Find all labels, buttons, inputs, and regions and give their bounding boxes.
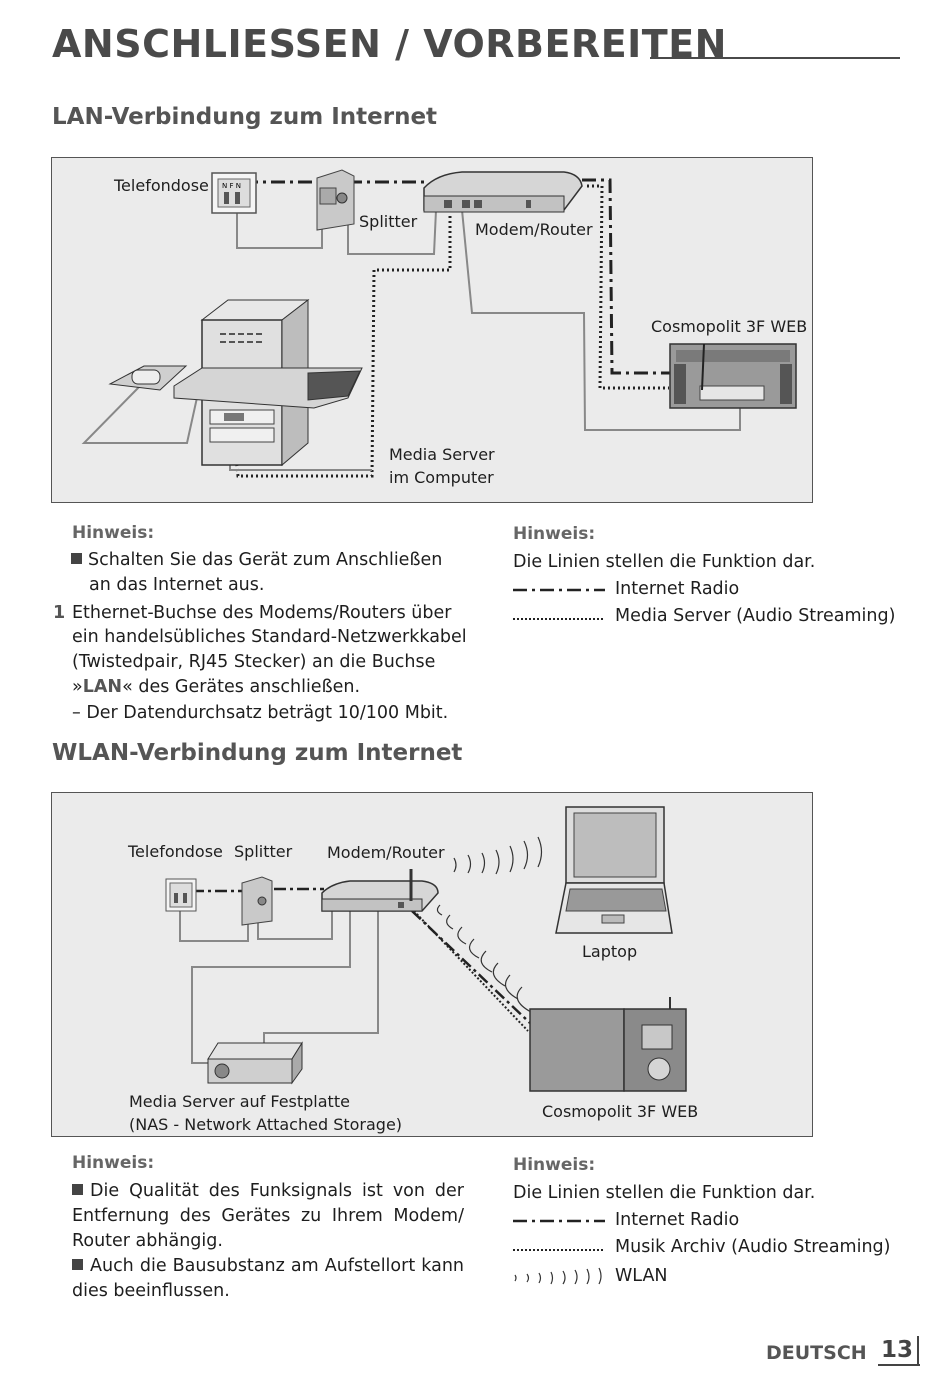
svg-text:N F N: N F N	[222, 182, 241, 190]
bullet-square-icon	[71, 553, 82, 564]
bullet-square-icon	[72, 1259, 83, 1270]
wlan-legend-internet-radio: Internet Radio	[513, 1207, 739, 1234]
wlan-legend-wlan-label: WLAN	[615, 1266, 668, 1286]
lan-internet-radio-line-3	[582, 178, 670, 375]
wlan-note-right-intro: Die Linien stellen die Funktion dar.	[513, 1183, 816, 1203]
wlan-diagram-drawing	[165, 806, 687, 1092]
wlan-music-line	[413, 910, 529, 1032]
wlan-note-title: Hinweis:	[72, 1153, 155, 1173]
lan-label-media-server-line1: Media Server	[389, 445, 495, 464]
wlan-note-bullet1: Die Qualität des Funksignals ist von der…	[72, 1179, 464, 1254]
lan-heading: LAN-Verbindung zum Internet	[52, 104, 438, 130]
wlan-legend-wlan: WLAN	[513, 1263, 668, 1290]
page-title: ANSCHLIESSEN / VORBEREITEN	[52, 22, 727, 66]
dash-dot-line-icon	[513, 1219, 605, 1223]
lan-step-line1: Ethernet-Buchse des Modems/Routers über	[72, 603, 452, 623]
lan-splitter	[316, 169, 355, 231]
page-number: 13	[881, 1337, 914, 1363]
lan-mouse	[108, 365, 188, 391]
wlan-legend-music-archive: Musik Archiv (Audio Streaming)	[513, 1234, 890, 1261]
wlan-laptop	[555, 806, 673, 934]
lan-legend-media-server-label: Media Server (Audio Streaming)	[615, 606, 896, 626]
lan-telephone-socket: N F N	[211, 172, 257, 214]
lan-note-bullet: Schalten Sie das Gerät zum Anschließen a…	[71, 548, 472, 598]
wlan-splitter	[241, 876, 273, 926]
wlan-nas-storage	[207, 1041, 303, 1085]
wlan-label-cosmopolit: Cosmopolit 3F WEB	[542, 1102, 699, 1121]
wlan-label-splitter: Splitter	[234, 842, 293, 861]
lan-legend-internet-radio-label: Internet Radio	[615, 579, 740, 599]
page-number-vrule	[917, 1336, 919, 1366]
wlan-label-nas-line1: Media Server auf Festplatte	[129, 1092, 350, 1111]
wlan-label-nas-line2: (NAS - Network Attached Storage)	[129, 1115, 403, 1134]
wlan-legend-internet-radio-label: Internet Radio	[615, 1210, 740, 1230]
lan-step-lan-label: LAN	[82, 677, 123, 697]
lan-label-modem: Modem/Router	[475, 220, 593, 239]
wlan-heading: WLAN-Verbindung zum Internet	[52, 740, 463, 766]
wlan-label-laptop: Laptop	[582, 942, 638, 961]
wlan-internet-radio-line-3	[411, 910, 531, 1024]
lan-diagram: N F N	[51, 157, 813, 503]
wifi-arcs-icon	[514, 1267, 602, 1285]
lan-media-line-2	[234, 216, 452, 478]
lan-label-cosmopolit: Cosmopolit 3F WEB	[651, 317, 808, 336]
dotted-line-icon	[513, 1249, 605, 1251]
wlan-note-bullet2: Auch die Bausubstanz am Aufstellort kann…	[72, 1254, 464, 1304]
wlan-diagram	[51, 792, 813, 1137]
lan-media-line-1	[587, 184, 669, 390]
wlan-label-telefondose: Telefondose	[128, 842, 223, 861]
bullet-square-icon	[72, 1184, 83, 1195]
wlan-cosmopolit-radio	[529, 997, 687, 1092]
footer-language: DEUTSCH	[766, 1342, 867, 1364]
lan-step-number: 1	[53, 603, 66, 623]
lan-step-quote-open: »	[72, 677, 83, 697]
lan-step-line3: (Twistedpair, RJ45 Stecker) an die Buchs…	[72, 652, 436, 672]
lan-note-right-intro: Die Linien stellen die Funktion dar.	[513, 552, 816, 572]
wlan-label-modem: Modem/Router	[327, 843, 445, 862]
lan-dash-line: – Der Datendurchsatz beträgt 10/100 Mbit…	[72, 703, 449, 723]
lan-step-rest: « des Gerätes anschließen.	[122, 677, 361, 697]
title-rule	[650, 57, 900, 59]
wlan-note-right-title: Hinweis:	[513, 1155, 596, 1175]
dotted-line-icon	[513, 618, 605, 620]
lan-legend-media-server: Media Server (Audio Streaming)	[513, 603, 895, 630]
wlan-modem-router	[321, 869, 439, 912]
wlan-note-bullet2-text: Auch die Bausubstanz am Aufstellort kann…	[72, 1256, 464, 1301]
lan-note-bullet-text: Schalten Sie das Gerät zum Anschließen a…	[88, 550, 443, 595]
lan-label-splitter: Splitter	[359, 212, 418, 231]
lan-keyboard	[173, 367, 363, 409]
wlan-wifi-arcs-laptop	[453, 836, 543, 875]
lan-note-title: Hinweis:	[72, 523, 155, 543]
lan-computer	[200, 298, 310, 467]
wlan-telephone-socket	[165, 878, 197, 912]
page-number-underline	[878, 1364, 920, 1366]
lan-label-media-server-line2: im Computer	[389, 468, 494, 487]
lan-legend-internet-radio: Internet Radio	[513, 576, 739, 603]
wlan-note-bullet1-text: Die Qualität des Funksignals ist von der…	[72, 1181, 464, 1251]
lan-diagram-drawing: N F N	[81, 169, 797, 478]
lan-modem-router	[423, 171, 583, 213]
dash-dot-line-icon	[513, 588, 605, 592]
lan-label-telefondose: Telefondose	[114, 176, 209, 195]
lan-step-line4: »LAN« des Gerätes anschließen.	[72, 675, 360, 700]
lan-step-line2: ein handelsübliches Standard-Netzwerkkab…	[72, 627, 467, 647]
wlan-legend-music-archive-label: Musik Archiv (Audio Streaming)	[615, 1237, 891, 1257]
lan-note-right-title: Hinweis:	[513, 524, 596, 544]
lan-cosmopolit-radio	[669, 343, 797, 409]
wlan-wifi-arcs-radio	[436, 904, 532, 1013]
